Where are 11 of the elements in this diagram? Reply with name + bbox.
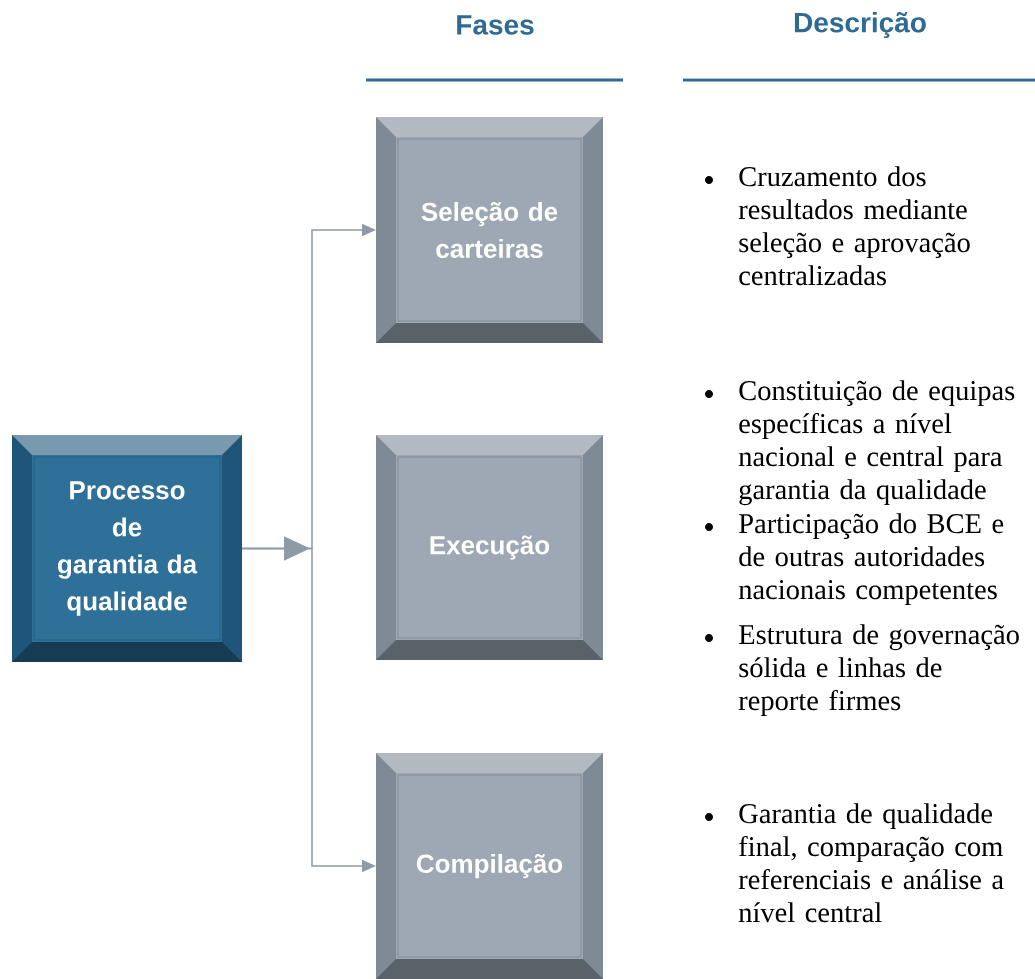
phase-box: Compilação — [376, 753, 603, 979]
column-heading: Fases — [457, 15, 534, 35]
description-text: Garantia de qualidade final, comparação com referenciais e análise a nível central — [738, 803, 1004, 923]
phase-box: Seleção de carteiras — [376, 117, 603, 343]
description-text: Participação do BCE e de outras autoridades nacionais competentes — [738, 513, 1004, 606]
column-heading: Descrição — [794, 11, 926, 39]
phase-box: Execução — [376, 435, 603, 660]
description-text: Estrutura de governação sólida e linhas de reporte firmes — [738, 624, 1019, 717]
description-text: Cruzamento dos resultados mediante seleção e aprovação centralizadas — [738, 166, 970, 286]
process-box: Processo de garantia da qualidade — [12, 435, 242, 662]
description-text: Constituição de equipas específicas a nível nacional e central para garantia da qualidade — [738, 380, 1015, 506]
